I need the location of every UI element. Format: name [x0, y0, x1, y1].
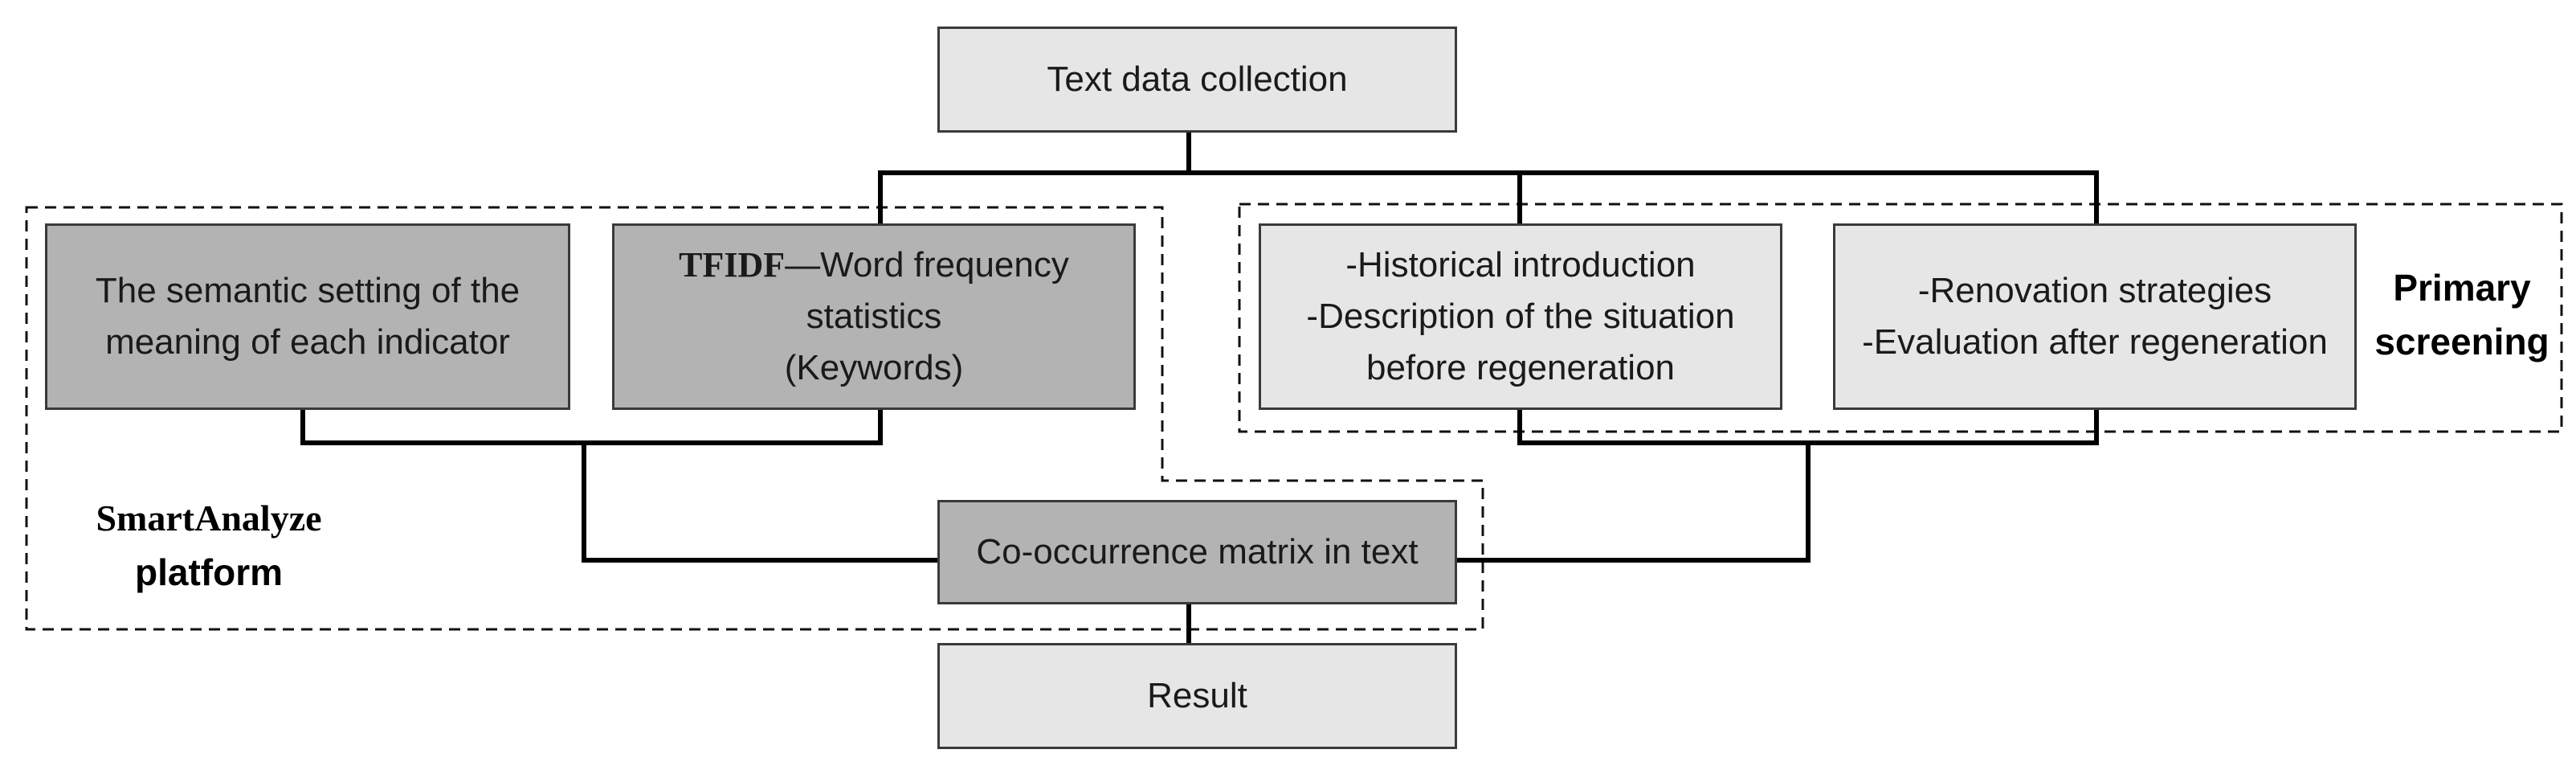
primary-screening-line-1: Primary [2393, 267, 2531, 309]
text-data-collection-label: Text data collection [1047, 59, 1348, 100]
renovation-line-1: -Renovation strategies [1917, 271, 2272, 311]
history-line-1: -Historical introduction [1345, 245, 1696, 285]
connector-right-to-matrix [1455, 440, 1811, 563]
semantic-setting-line-1: The semantic setting of the [95, 271, 521, 311]
renovation-strategies-box: -Renovation strategies -Evaluation after… [1833, 223, 2357, 410]
semantic-setting-line-2: meaning of each indicator [105, 322, 510, 362]
result-label: Result [1147, 676, 1247, 716]
connector-right-merge [1517, 407, 2099, 445]
smartanalyze-platform-label: SmartAnalyze platform [56, 492, 361, 599]
tfidf-line-2: statistics [806, 297, 942, 337]
primary-screening-line-2: screening [2374, 320, 2549, 362]
smartanalyze-group-boundary [25, 206, 1484, 631]
historical-introduction-box: -Historical introduction -Description of… [1259, 223, 1782, 410]
result-box: Result [937, 643, 1457, 749]
primary-screening-label: Primary screening [2362, 261, 2562, 368]
semantic-setting-box: The semantic setting of the meaning of e… [45, 223, 570, 410]
tfidf-box: TFIDF—Word frequency statistics (Keyword… [612, 223, 1136, 410]
tfidf-line-3: (Keywords) [784, 347, 964, 387]
primary-screening-group-boundary [1238, 203, 2563, 433]
smartanalyze-line-1: SmartAnalyze [96, 498, 322, 539]
smartanalyze-line-2: platform [135, 551, 283, 593]
tfidf-line-1: TFIDF—Word frequency [679, 240, 1069, 291]
co-occurrence-matrix-label: Co-occurrence matrix in text [976, 532, 1419, 572]
tfidf-abbreviation: TFIDF [679, 245, 786, 285]
connector-left-merge [300, 407, 883, 445]
connector-left-to-matrix [582, 440, 940, 563]
text-data-collection-box: Text data collection [937, 27, 1457, 133]
history-line-3: before regeneration [1366, 347, 1676, 387]
tfidf-line-1-rest: —Word frequency [785, 245, 1069, 285]
history-line-2: -Description of the situation [1306, 297, 1735, 337]
co-occurrence-matrix-box: Co-occurrence matrix in text [937, 500, 1457, 604]
renovation-line-2: -Evaluation after regeneration [1862, 322, 2328, 362]
